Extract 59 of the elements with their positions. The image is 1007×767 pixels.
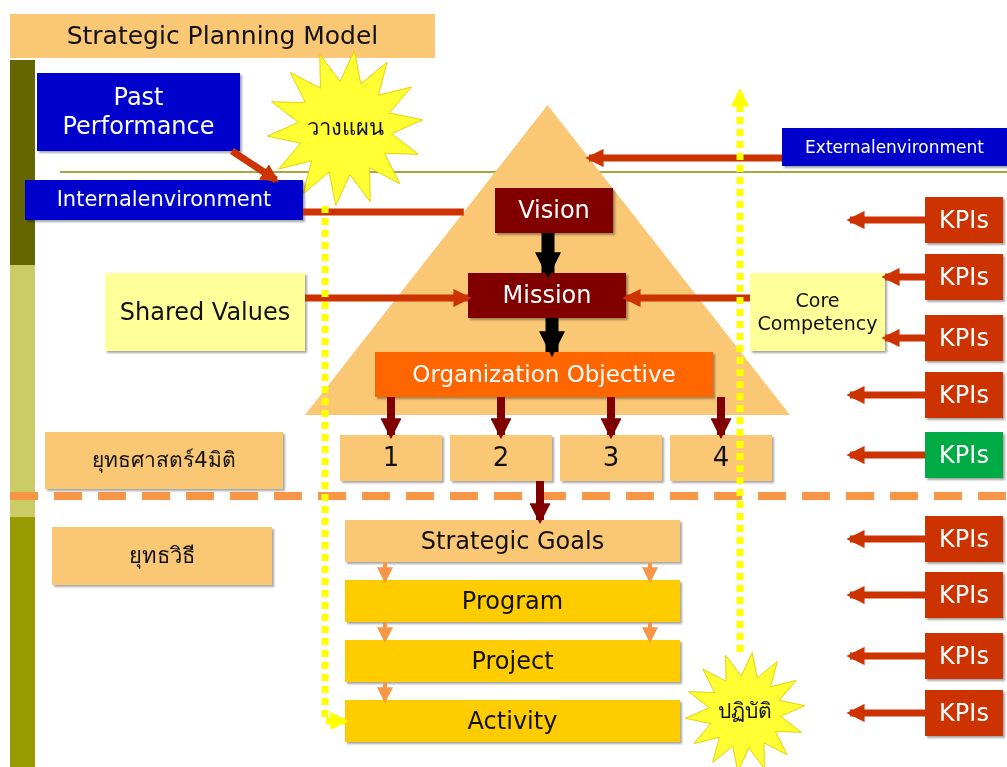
arrow [600,397,622,440]
kpi-box: KPIs [925,633,1003,679]
plan-level-box: Activity [345,700,680,742]
strategy-box: 2 [450,435,552,481]
arrow [846,445,925,465]
arrow [846,703,925,723]
arrow [881,267,925,287]
arrow [881,328,925,348]
strategy-box: ยุทธศาสตร์4มิติ [45,432,283,489]
value-box: Core Competency [750,273,885,351]
level-box: Organization Objective [375,352,713,397]
kpi-box: KPIs [925,432,1003,478]
strategy-box: 4 [670,435,772,481]
arrow [710,397,732,440]
arrow [230,148,280,183]
badge-label: ปฏิบัติ [718,699,772,725]
plan-level-box: Project [345,640,680,682]
arrow [377,622,393,644]
arrow [490,397,512,440]
connector-line [303,208,464,216]
arrow [846,385,925,405]
arrow [642,562,658,584]
info-box: Past Performance [37,73,240,151]
kpi-box: KPIs [925,516,1003,562]
arrow [321,206,349,731]
badge-label: วางแผน [306,114,384,142]
kpi-box: KPIs [925,572,1003,618]
arrow [535,233,561,279]
arrow [380,397,402,440]
arrow [585,148,782,168]
arrow [642,622,658,644]
strategy-box: 1 [340,435,442,481]
arrow [305,288,472,308]
info-box: Internalenvironment [25,180,303,220]
arrow [730,88,750,652]
value-box: Shared Values [105,273,305,351]
kpi-box: KPIs [925,690,1003,736]
plan-level-box: Program [345,580,680,622]
level-box: Vision [495,188,613,233]
arrow [377,682,393,704]
arrow [539,318,565,358]
kpi-box: KPIs [925,315,1003,361]
starburst-badge [685,652,805,767]
title-banner: Strategic Planning Model [10,14,435,58]
kpi-box: KPIs [925,254,1003,300]
level-box: Mission [468,273,626,318]
strategy-box: 3 [560,435,662,481]
strategy-box: ยุทธวิธี [52,527,272,585]
arrow [846,646,925,666]
arrow [377,562,393,584]
info-box: Externalenvironment [782,128,1007,166]
arrow [622,288,750,308]
arrow [846,529,925,549]
arrow [846,585,925,605]
arrow [529,481,551,525]
arrow [846,210,925,230]
kpi-box: KPIs [925,197,1003,243]
kpi-box: KPIs [925,372,1003,418]
strategy-box: Strategic Goals [345,520,680,562]
